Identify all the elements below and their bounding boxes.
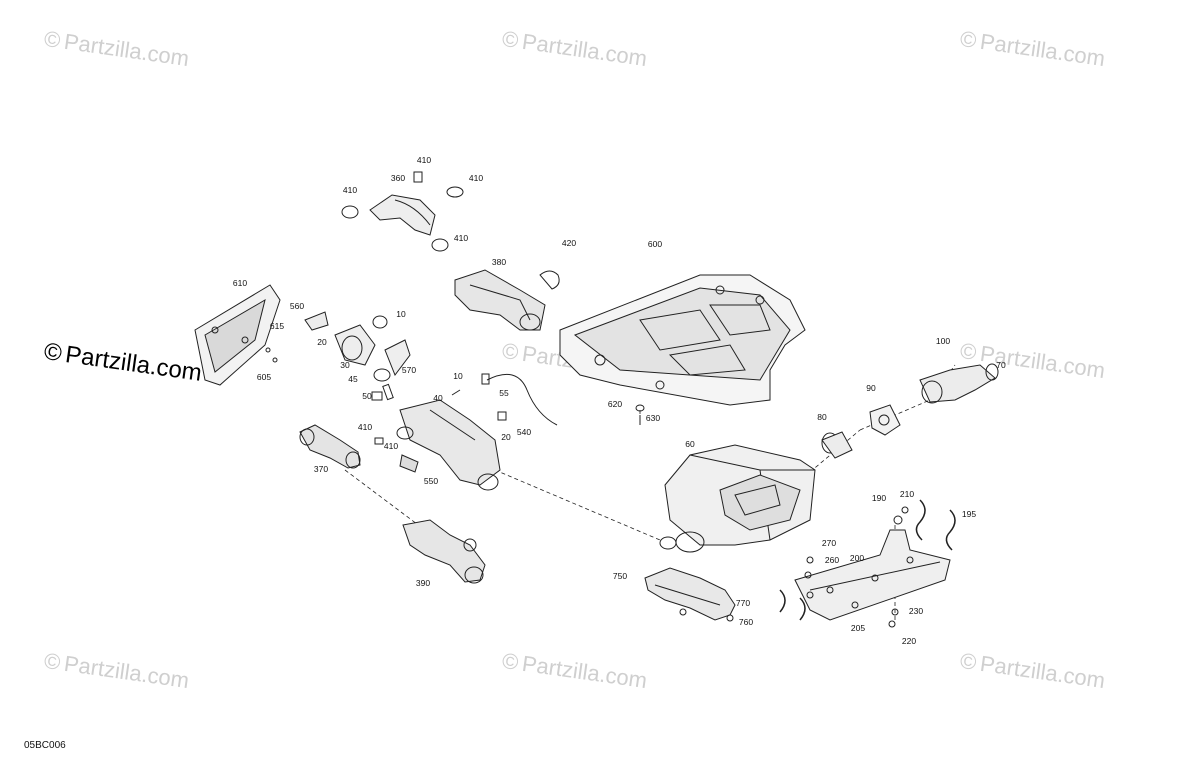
callout-40: 40 [433, 393, 443, 403]
callout-380: 380 [491, 257, 507, 267]
part-750-heat-shield [644, 567, 736, 622]
callout-190: 190 [871, 493, 887, 503]
part-370-pipe [299, 424, 361, 469]
callout-270: 270 [821, 538, 837, 548]
callout-100: 100 [935, 336, 951, 346]
callout-390: 390 [415, 578, 431, 588]
callout-750: 750 [612, 571, 628, 581]
part-tailpipe-group [821, 363, 999, 459]
part-40-front-pipe [374, 373, 558, 491]
callout-620: 620 [607, 399, 623, 409]
callout-230: 230 [908, 606, 924, 616]
callout-410: 410 [342, 185, 358, 195]
drawing-code: 05BC006 [24, 740, 66, 751]
callout-20: 20 [317, 337, 327, 347]
callout-20: 20 [501, 432, 511, 442]
callout-260: 260 [824, 555, 840, 565]
callout-200: 200 [849, 553, 865, 563]
part-200-bracket [779, 499, 956, 628]
callout-610: 610 [232, 278, 248, 288]
callout-90: 90 [866, 383, 876, 393]
callout-50: 50 [362, 391, 372, 401]
callout-550: 550 [423, 476, 439, 486]
part-610-heat-shield [194, 284, 281, 386]
callout-60: 60 [685, 439, 695, 449]
callout-770: 770 [735, 598, 751, 608]
callout-55: 55 [499, 388, 509, 398]
callout-630: 630 [645, 413, 661, 423]
callout-760: 760 [738, 617, 754, 627]
callout-70: 70 [996, 360, 1006, 370]
callout-45: 45 [348, 374, 358, 384]
part-380-pipe [454, 269, 560, 331]
callout-410: 410 [453, 233, 469, 243]
callout-410: 410 [416, 155, 432, 165]
callout-195: 195 [961, 509, 977, 519]
callout-410: 410 [357, 422, 373, 432]
callout-30: 30 [340, 360, 350, 370]
callout-10: 10 [453, 371, 463, 381]
part-360-manifold [341, 171, 464, 252]
part-620-630-fasteners [635, 404, 645, 425]
callout-205: 205 [850, 623, 866, 633]
callout-410: 410 [383, 441, 399, 451]
callout-605: 605 [256, 372, 272, 382]
callout-560: 560 [289, 301, 305, 311]
part-60-muffler [659, 444, 816, 553]
callout-600: 600 [647, 239, 663, 249]
callout-360: 360 [390, 173, 406, 183]
part-600-heat-shield-plate [559, 274, 806, 406]
callout-570: 570 [401, 365, 417, 375]
callout-220: 220 [901, 636, 917, 646]
part-flanges-center [304, 311, 411, 401]
callout-420: 420 [561, 238, 577, 248]
callout-615: 615 [269, 321, 285, 331]
part-390-pipe [402, 519, 486, 584]
callout-210: 210 [899, 489, 915, 499]
callout-80: 80 [817, 412, 827, 422]
callout-410: 410 [468, 173, 484, 183]
callout-10: 10 [396, 309, 406, 319]
callout-370: 370 [313, 464, 329, 474]
callout-540: 540 [516, 427, 532, 437]
